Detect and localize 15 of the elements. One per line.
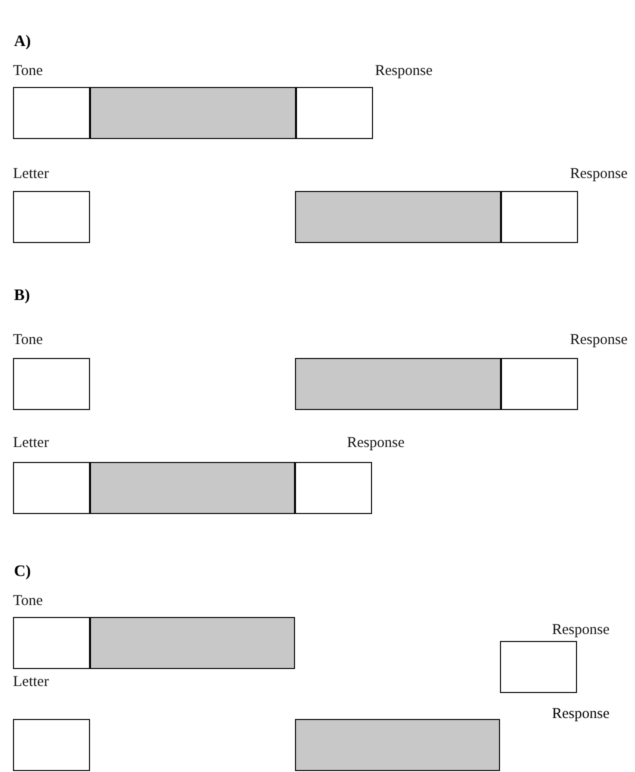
- event-label: Response: [375, 62, 432, 80]
- panel-label: B): [14, 287, 30, 305]
- event-label: Response: [570, 331, 628, 349]
- event-label: Response: [552, 621, 610, 639]
- event-label: Letter: [13, 673, 49, 691]
- panel-label: A): [14, 33, 31, 51]
- event-label: Letter: [13, 434, 49, 452]
- event-label: Letter: [13, 165, 49, 183]
- event-label: Tone: [13, 592, 43, 610]
- event-label: Response: [347, 434, 404, 452]
- event-label: Tone: [13, 331, 43, 349]
- event-label: Response: [552, 705, 610, 723]
- event-label: Response: [570, 165, 628, 183]
- panel-label: C): [14, 563, 31, 581]
- event-label: Tone: [13, 62, 43, 80]
